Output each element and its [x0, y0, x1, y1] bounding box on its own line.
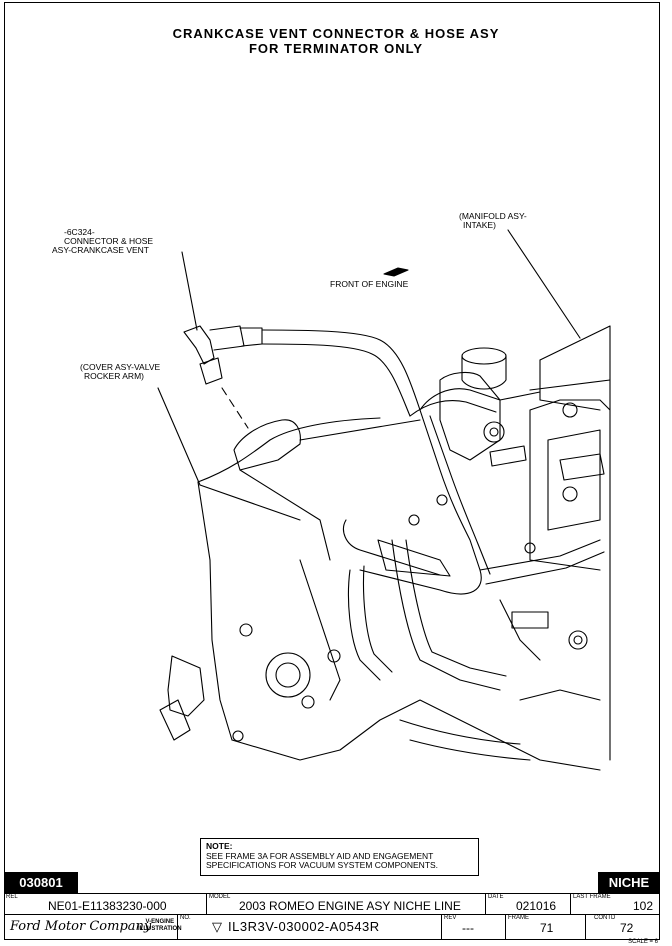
ford-logo: Ford Motor Company: [10, 919, 152, 934]
footer: SCALE = 6: [0, 938, 672, 946]
contd-value: 72: [620, 921, 634, 935]
triangle-icon: ▽: [212, 919, 222, 934]
callout-manifold-line2: INTAKE): [463, 220, 496, 230]
note-line2: SPECIFICATIONS FOR VACUUM SYSTEM COMPONE…: [206, 860, 439, 870]
no-label: NO.: [180, 915, 191, 921]
callout-connector-line2: ASY-CRANKCASE VENT: [52, 245, 149, 255]
illustration-number: IL3R3V-030002-A0543R: [228, 919, 380, 934]
note-heading: NOTE:: [206, 841, 233, 851]
date-label: DATE: [488, 894, 504, 900]
leader-manifold: [507, 229, 581, 339]
last-frame-label: LAST FRAME: [573, 894, 611, 900]
callout-cover-line1: (COVER ASY-VALVE: [80, 362, 161, 372]
frame-label: FRAME: [508, 915, 529, 921]
logo-cell: Ford Motor Company V-ENGINE ILLUSTRATION: [4, 915, 182, 939]
drawing-sheet: [4, 2, 660, 940]
drawing-title-line2: FOR TERMINATOR ONLY: [248, 41, 424, 56]
frame-value: 71: [540, 921, 554, 935]
rel-label: REL: [6, 894, 18, 900]
callout-cover-line2: ROCKER ARM): [84, 371, 144, 381]
drawing-title-line1: CRANKCASE VENT CONNECTOR & HOSE ASY: [172, 26, 500, 41]
number-cell: NO. ▽ IL3R3V-030002-A0543R: [178, 915, 442, 939]
leader-cover: [157, 387, 201, 486]
callout-front-of-engine: FRONT OF ENGINE: [330, 279, 409, 289]
illustration-mark: V-ENGINE ILLUSTRATION: [138, 919, 182, 933]
callout-part-number: -6C324-: [64, 227, 95, 237]
rev-cell: REV ---: [442, 915, 506, 939]
date-cell: DATE 021016: [486, 894, 571, 915]
rel-value: NE01-E11383230-000: [48, 899, 167, 913]
note-line1: SEE FRAME 3A FOR ASSEMBLY AID AND ENGAGE…: [206, 850, 434, 861]
leader-connector: [181, 251, 198, 331]
scale-label: SCALE = 6: [628, 939, 658, 945]
rev-value: ---: [462, 921, 474, 935]
model-cell: MODEL 2003 ROMEO ENGINE ASY NICHE LINE: [207, 894, 486, 915]
last-frame-value: 102: [633, 899, 654, 913]
date-value: 021016: [516, 899, 557, 913]
frame-code-tag: 030801: [4, 872, 78, 894]
model-label: MODEL: [209, 894, 231, 900]
callout-manifold-line1: (MANIFOLD ASY-: [459, 211, 527, 221]
note-box: NOTE: SEE FRAME 3A FOR ASSEMBLY AID AND …: [200, 838, 479, 876]
contd-label: CONTD: [594, 915, 616, 921]
illus-line1: V-ENGINE: [145, 919, 175, 925]
line-tag: NICHE: [598, 872, 660, 894]
illus-line2: ILLUSTRATION: [138, 926, 182, 932]
last-frame-cell: LAST FRAME 102: [571, 894, 660, 915]
contd-cell: CONTD 72: [586, 915, 660, 939]
model-value: 2003 ROMEO ENGINE ASY NICHE LINE: [239, 899, 461, 913]
frame-cell: FRAME 71: [506, 915, 586, 939]
rel-cell: REL NE01-E11383230-000: [4, 894, 207, 915]
callout-connector-line1: CONNECTOR & HOSE: [64, 236, 154, 246]
frame-tag-strip: 030801 NICHE: [4, 868, 660, 894]
rev-label: REV: [444, 915, 457, 921]
title-block: REL NE01-E11383230-000 MODEL 2003 ROMEO …: [4, 893, 660, 941]
